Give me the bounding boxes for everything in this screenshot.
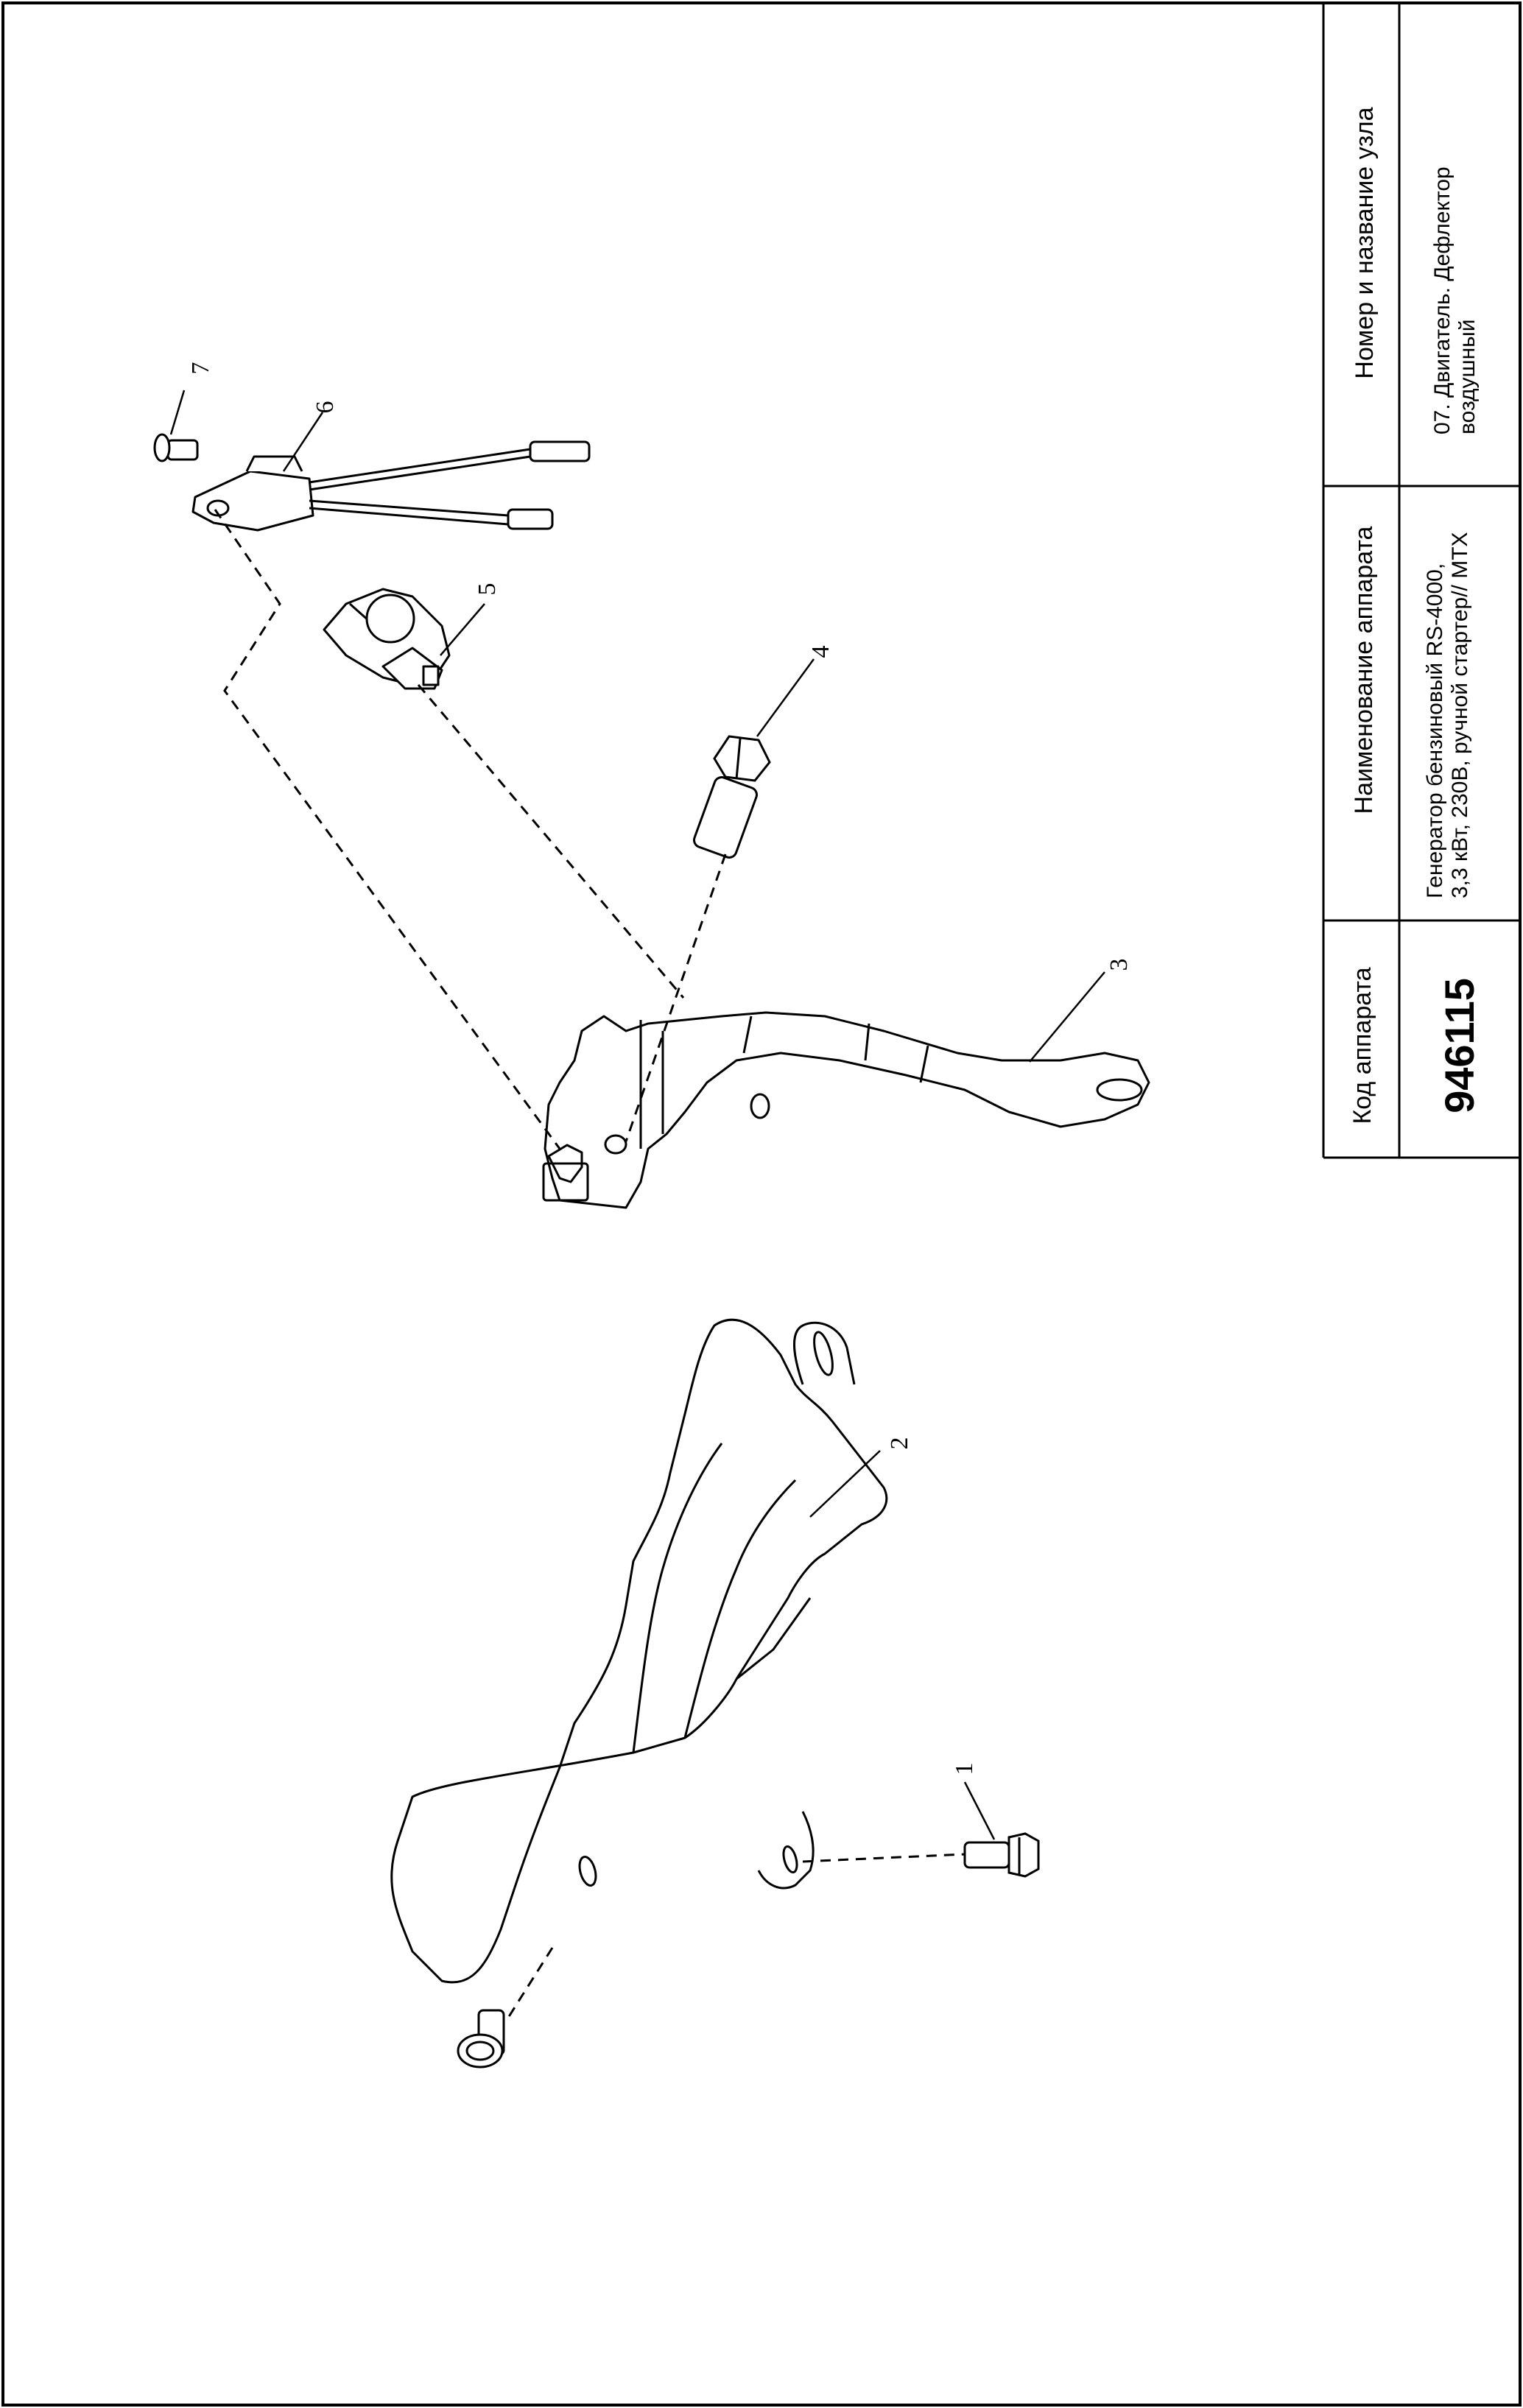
unit-name: 07. Двигатель. Дефлектор воздушный (1430, 52, 1489, 434)
part-2-deflector (390, 1318, 888, 1984)
device-code: 946115 (1436, 978, 1482, 1113)
screw-bottom-left (457, 2009, 505, 2069)
part-3-bracket (542, 1011, 1150, 1209)
device-name-header: Наименование аппарата (1350, 526, 1378, 814)
device-name-line1: Генератор бензиновый RS-4000, (1423, 563, 1447, 898)
part-4-bolt (693, 735, 771, 859)
callout-7: 7 (187, 362, 214, 375)
callout-3: 3 (1105, 959, 1133, 971)
callout-1: 1 (951, 1763, 978, 1775)
callout-5: 5 (474, 583, 501, 596)
unit-name-line1: 07. Двигатель. Дефлектор (1430, 166, 1455, 434)
part-7-screw (153, 433, 199, 462)
unit-name-line2: воздушный (1455, 319, 1480, 434)
part-5-clip (323, 588, 451, 690)
part-6-sensor (191, 440, 591, 532)
callout-6: 6 (312, 401, 339, 414)
callout-2: 2 (886, 1437, 913, 1450)
unit-header: Номер и название узла (1351, 107, 1379, 379)
title-block-grid (1322, 3, 1520, 1159)
part-1-bolt (963, 1832, 1040, 1878)
device-name: Генератор бензиновый RS-4000, 3,3 кВт, 2… (1423, 457, 1482, 898)
callout-labels: 7 6 5 4 3 2 1 (187, 362, 1133, 1775)
device-name-line2: 3,3 кВт, 230В, ручной стартер// MTX (1448, 532, 1472, 898)
callout-4: 4 (807, 646, 834, 658)
assembly-dashed-lines (214, 509, 965, 2018)
callout-leaders (169, 390, 1105, 1840)
